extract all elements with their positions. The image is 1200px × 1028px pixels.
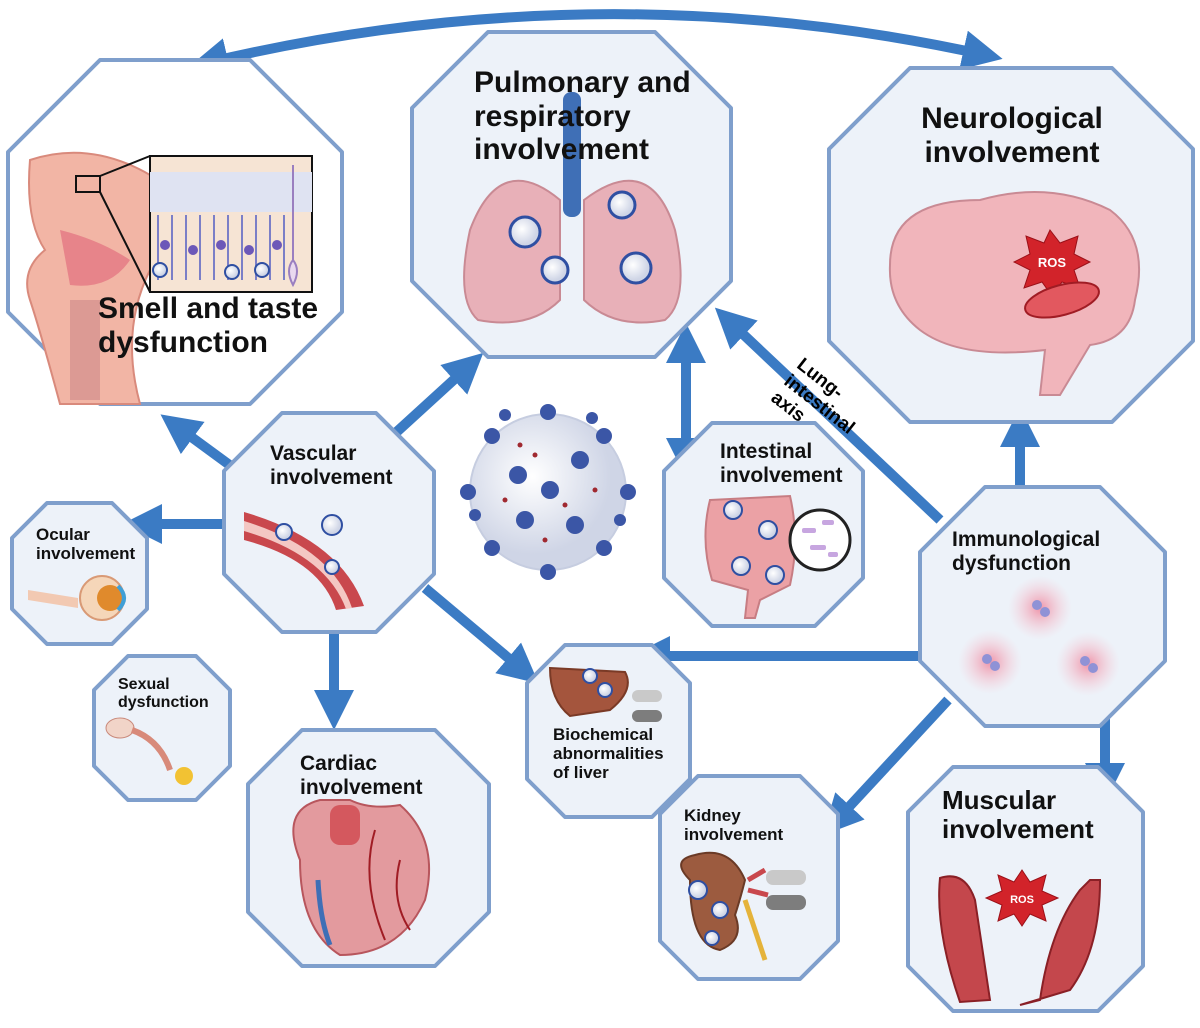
label-cardiac: Cardiac involvement [300,752,423,799]
microbiota-inset [788,508,852,572]
lungs-illustration [463,92,682,324]
kidney-illustration [680,851,806,961]
arrow-vascular-pulmonary [386,352,484,442]
pill-illustration-kidney [766,870,806,910]
reproductive-illustration [105,717,193,785]
label-liver: Biochemical abnormalities of liver [553,725,664,783]
ros-label-muscle: ROS [1010,894,1034,906]
intestine-illustration [704,494,852,619]
label-immunological: Immunological dysfunction [952,528,1101,575]
immune-cells-illustration [958,576,1120,696]
arrow-smell-neuro [188,9,1003,78]
label-smell-taste: Smell and taste dysfunction [98,292,319,359]
label-muscular: Muscular involvement [942,785,1094,845]
label-neurological: Neurological involvement [921,102,1103,169]
label-vascular: Vascular involvement [270,442,393,489]
label-kidney: Kidney involvement [684,806,784,845]
label-pulmonary: Pulmonary and respiratory involvement [474,66,691,167]
brain-illustration: ROS [888,191,1141,396]
octagon-sexual [92,654,232,802]
head-section-illustration [26,151,313,405]
muscle-illustration: ROS [938,869,1102,1006]
eye-illustration [28,575,126,621]
ros-label-brain: ROS [1038,255,1067,270]
arrow-immuno-kidney [822,696,952,836]
virus-illustration [460,404,636,580]
pill-illustration-liver [632,690,662,722]
arrow-vascular-liver [421,584,539,684]
label-intestinal: Intestinal involvement [720,440,843,487]
label-ocular: Ocular involvement [36,525,136,564]
vessel-illustration [244,512,364,610]
arrow-immuno-pulmonary [714,307,944,524]
arrows [122,9,1125,836]
liver-illustration [548,666,662,722]
ros-burst-muscle [984,869,1060,927]
heart-illustration [292,799,431,957]
label-sexual: Sexual dysfunction [118,676,209,711]
